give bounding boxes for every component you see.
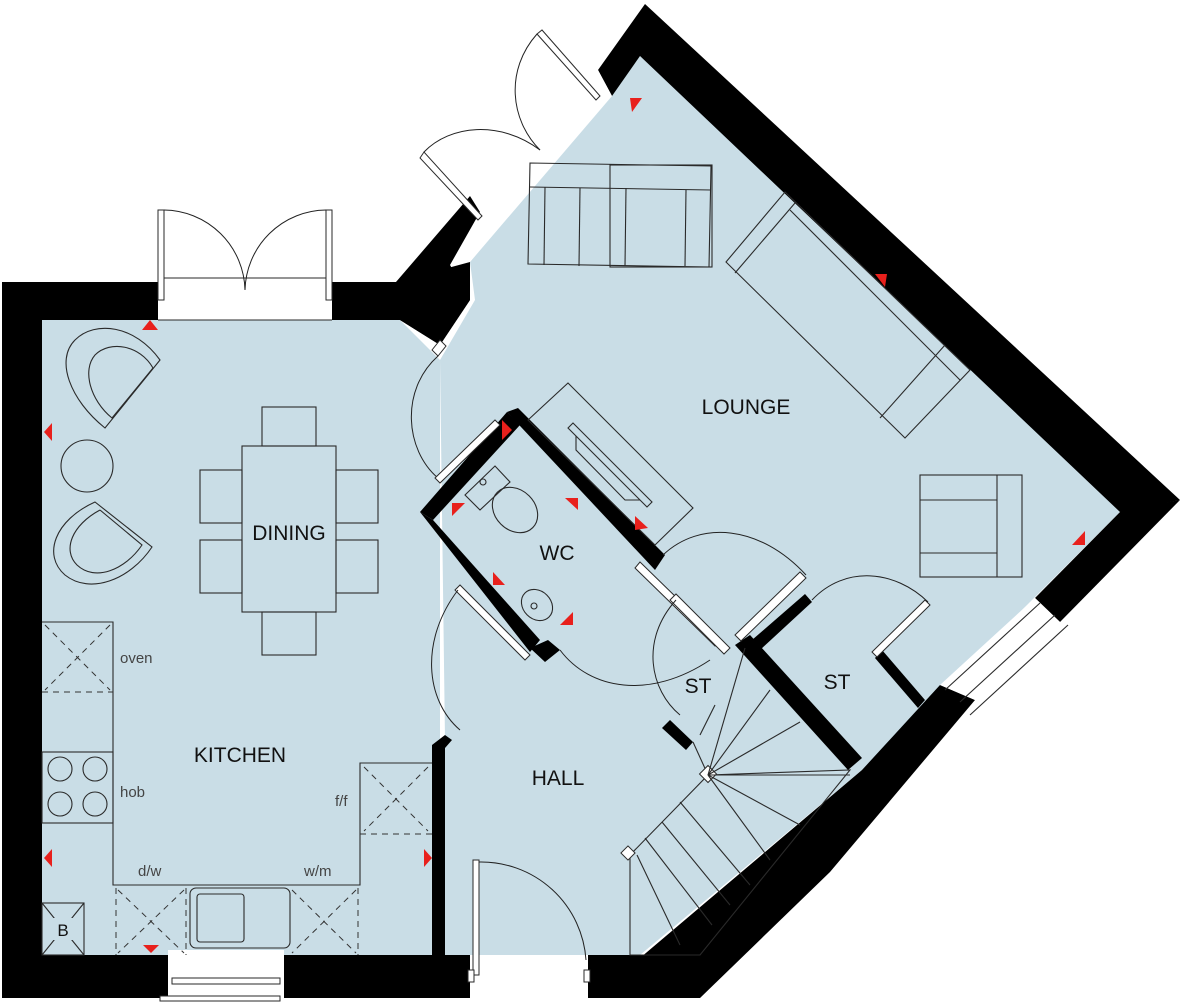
armchair-icon bbox=[53, 501, 153, 585]
marker-icon bbox=[44, 849, 52, 867]
outer-walls bbox=[2, 4, 1180, 998]
marker-icon bbox=[565, 498, 578, 510]
marker-icon bbox=[1072, 531, 1085, 545]
marker-icon bbox=[424, 849, 432, 867]
fixture-label-wm: w/m bbox=[303, 863, 332, 880]
side-table-icon bbox=[60, 439, 114, 493]
marker-icon bbox=[142, 320, 158, 330]
windows bbox=[158, 70, 1069, 1002]
marker-icon bbox=[635, 516, 648, 530]
kitchen-units bbox=[41, 621, 432, 956]
room-label-lounge: LOUNGE bbox=[702, 396, 791, 419]
marker-icon bbox=[493, 572, 505, 585]
toilet-icon bbox=[464, 465, 539, 534]
marker-icon bbox=[44, 423, 52, 441]
lounge-hall-door[interactable] bbox=[662, 531, 807, 642]
marker-icon bbox=[630, 98, 642, 112]
room-label-hall: HALL bbox=[532, 767, 585, 790]
floor-area bbox=[42, 56, 1122, 955]
room-label-kitchen: KITCHEN bbox=[194, 744, 286, 767]
marker-icon bbox=[143, 945, 159, 953]
room-label-store-1: ST bbox=[685, 675, 712, 698]
dining-furniture bbox=[53, 327, 379, 656]
fridge-freezer-icon bbox=[360, 766, 432, 835]
armchair-icon bbox=[65, 327, 161, 429]
wc-fixtures bbox=[464, 465, 554, 622]
front-door[interactable] bbox=[467, 859, 591, 983]
tv-unit-icon bbox=[527, 382, 694, 546]
fixture-label-dw: d/w bbox=[138, 863, 162, 880]
staircase bbox=[620, 647, 852, 956]
fixture-label-boiler: B bbox=[57, 921, 68, 940]
marker-icon bbox=[875, 274, 887, 287]
hall-door[interactable] bbox=[431, 584, 531, 731]
sofa-icon bbox=[725, 191, 971, 439]
fixture-label-hob: hob bbox=[120, 784, 145, 801]
store-door-1[interactable] bbox=[652, 593, 731, 716]
basin-icon bbox=[520, 588, 554, 622]
internal-walls bbox=[420, 408, 925, 770]
kitchen-lounge-door[interactable] bbox=[410, 339, 501, 484]
room-label-store-2: ST bbox=[824, 671, 851, 694]
lounge-furniture bbox=[527, 162, 1023, 578]
fixture-label-ff: f/f bbox=[335, 793, 348, 810]
red-markers bbox=[44, 98, 1085, 953]
armchair-icon bbox=[527, 162, 713, 268]
labels: DINING KITCHEN LOUNGE WC HALL ST ST oven… bbox=[57, 396, 850, 940]
dishwasher-icon bbox=[115, 888, 187, 955]
boiler-icon bbox=[41, 902, 85, 956]
store-door-2[interactable] bbox=[811, 575, 931, 658]
washing-machine-icon bbox=[291, 888, 359, 955]
armchair-icon bbox=[919, 474, 1023, 578]
marker-icon bbox=[502, 420, 512, 440]
marker-icon bbox=[452, 503, 465, 516]
doors bbox=[157, 29, 931, 983]
hob-icon bbox=[41, 751, 114, 824]
fixture-label-oven: oven bbox=[120, 650, 153, 667]
oven-icon bbox=[42, 624, 113, 693]
marker-icon bbox=[560, 612, 573, 625]
kitchen-french-doors[interactable] bbox=[157, 209, 333, 301]
lounge-french-doors[interactable] bbox=[419, 29, 601, 221]
room-label-dining: DINING bbox=[252, 522, 326, 545]
room-label-wc: WC bbox=[540, 542, 575, 565]
sink-icon bbox=[189, 887, 291, 949]
